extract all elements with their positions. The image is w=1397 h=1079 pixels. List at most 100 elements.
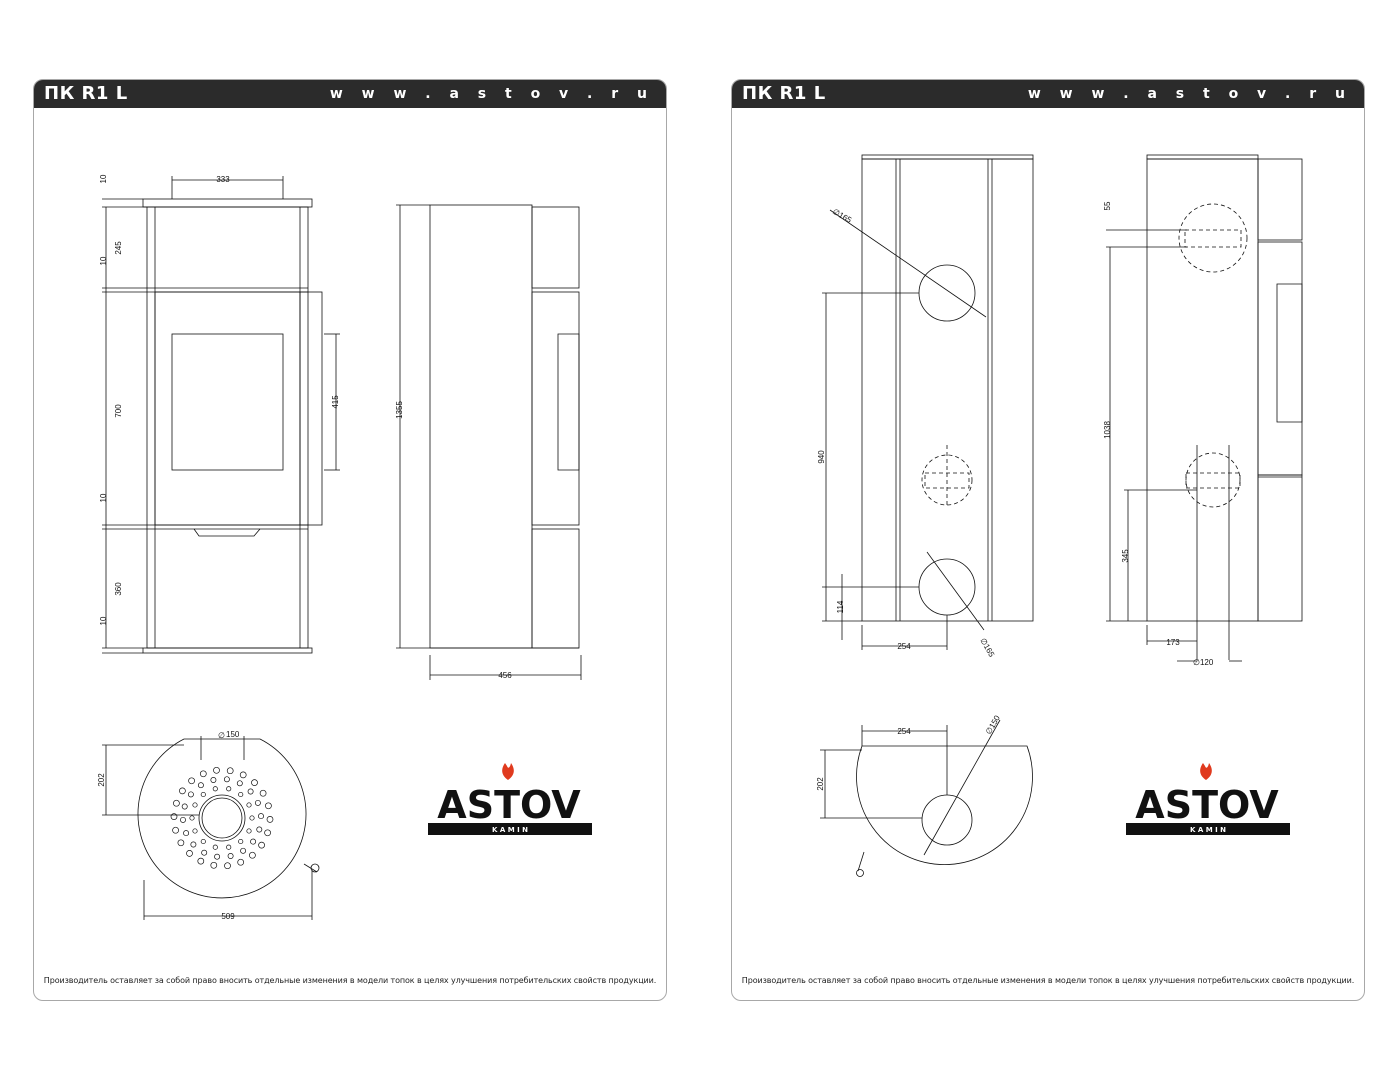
air-hole (254, 799, 261, 806)
air-hole (200, 838, 206, 845)
air-hole (180, 816, 186, 823)
dim-mid-gap: 10 (99, 493, 108, 502)
air-hole (190, 841, 197, 848)
plan-body-2 (856, 745, 1033, 866)
air-hole (186, 850, 193, 857)
stove-body-side (429, 204, 533, 649)
disclaimer-footer: Производитель оставляет за собой право в… (43, 976, 657, 985)
air-hole (238, 838, 244, 845)
dim-front-width: 333 (216, 175, 230, 184)
air-hole (192, 828, 198, 834)
air-hole (247, 788, 254, 795)
air-hole (246, 802, 252, 808)
air-hole (239, 771, 247, 779)
air-hole (197, 782, 204, 789)
air-hole (223, 776, 230, 783)
air-hole (238, 791, 244, 798)
air-hole (258, 813, 264, 820)
model-title: ПК R1 L (44, 83, 128, 104)
dim-top-outlet-diameter: ∅165 (831, 207, 854, 225)
dim-top-gap-2: 10 (99, 256, 108, 265)
air-hole (181, 803, 188, 810)
dim-top-gap-1: 10 (99, 174, 108, 183)
logo-word: ASTOV (437, 783, 581, 827)
air-hole (249, 851, 256, 859)
air-hole (177, 839, 185, 847)
air-holes-pattern (170, 766, 274, 870)
dim-rear-side-offset: 254 (897, 642, 911, 651)
air-hole (188, 777, 195, 785)
air-hole (236, 780, 243, 787)
air-hole (237, 858, 245, 866)
bottom-plate (142, 647, 313, 654)
air-hole (189, 815, 195, 821)
rear-flue-outlet (918, 264, 976, 322)
air-hole (249, 815, 255, 821)
dim-outlet-offset: 202 (97, 773, 106, 787)
air-hole (192, 802, 198, 808)
air-hole (212, 786, 218, 792)
technical-drawing-front-side-plan: 333 10 245 10 700 415 10 360 10 1355 456… (97, 174, 592, 921)
air-hole (201, 849, 208, 856)
dim-upper-panel: 245 (114, 241, 123, 255)
door-glass (171, 333, 284, 471)
diameter-symbol: ∅ (218, 731, 225, 740)
dim-rear-outlet-height: 940 (817, 450, 826, 464)
flue-outlet-plan (198, 794, 246, 842)
dim-rear-bottom-height: 114 (836, 600, 845, 613)
rear-top-plate (861, 154, 1034, 160)
dim-lower-panel: 360 (114, 582, 123, 596)
air-hole (226, 844, 232, 850)
air-hole (266, 816, 274, 823)
air-hole (179, 787, 186, 795)
dim-outlet-diameter: 150 (226, 730, 240, 739)
plan-body (137, 738, 307, 899)
air-hole (212, 844, 218, 850)
air-hole (172, 826, 179, 834)
door-frame (154, 291, 301, 526)
drawing-sheet-1: ПК R1 L w w w . a s t o v . r u (33, 79, 667, 1001)
air-hole (224, 862, 231, 870)
model-title: ПК R1 L (742, 83, 826, 104)
air-hole (265, 802, 272, 810)
door-handle-rail (299, 291, 323, 526)
website-link[interactable]: w w w . a s t o v . r u (1027, 86, 1352, 102)
plan-flue-outlet (921, 794, 973, 846)
dim-air-inlet-height: 345 (1121, 549, 1130, 563)
astov-logo: ASTOV K A M I N (428, 763, 592, 835)
sheet-header: ПК R1 L w w w . a s t o v . r u (732, 80, 1364, 108)
air-hole (183, 830, 190, 837)
dim-bottom-gap: 10 (99, 616, 108, 625)
dim-air-inlet-offset: 173 (1166, 638, 1180, 647)
stove-body-rear (861, 158, 1034, 622)
dim-door-glass: 415 (331, 395, 340, 409)
air-hole (256, 826, 263, 833)
air-hole (264, 829, 271, 837)
dim-rear-outlet-diameter: ∅165 (978, 637, 996, 660)
air-hole (226, 767, 234, 775)
logo-word: ASTOV (1135, 783, 1279, 827)
disclaimer-footer: Производитель оставляет за собой право в… (741, 976, 1355, 985)
air-hole (226, 786, 232, 792)
stove-body-front (146, 206, 309, 649)
air-hole (199, 770, 207, 778)
stove-body-side-2 (1146, 158, 1259, 622)
dim-door-section: 700 (114, 404, 123, 418)
air-hole (187, 791, 194, 798)
dim-side-height: 1038 (1103, 421, 1112, 439)
air-hole (259, 789, 267, 797)
air-hole (246, 828, 252, 834)
dim-depth: 456 (498, 671, 512, 680)
website-link[interactable]: w w w . a s t o v . r u (329, 86, 654, 102)
astov-logo: ASTOV K A M I N (1126, 763, 1290, 835)
dim-plan-offset-x: 254 (897, 727, 911, 736)
air-hole (250, 838, 257, 845)
dim-side-top-offset: 55 (1103, 201, 1112, 210)
air-hole (213, 766, 220, 774)
logo-subtitle: K A M I N (492, 826, 528, 834)
drawing-sheet-2: ПК R1 L w w w . a s t o v . r u (731, 79, 1365, 1001)
air-hole (210, 861, 218, 869)
air-hole (197, 857, 205, 865)
sheet-header: ПК R1 L w w w . a s t o v . r u (34, 80, 666, 108)
dim-plan-offset-y: 202 (816, 777, 825, 791)
